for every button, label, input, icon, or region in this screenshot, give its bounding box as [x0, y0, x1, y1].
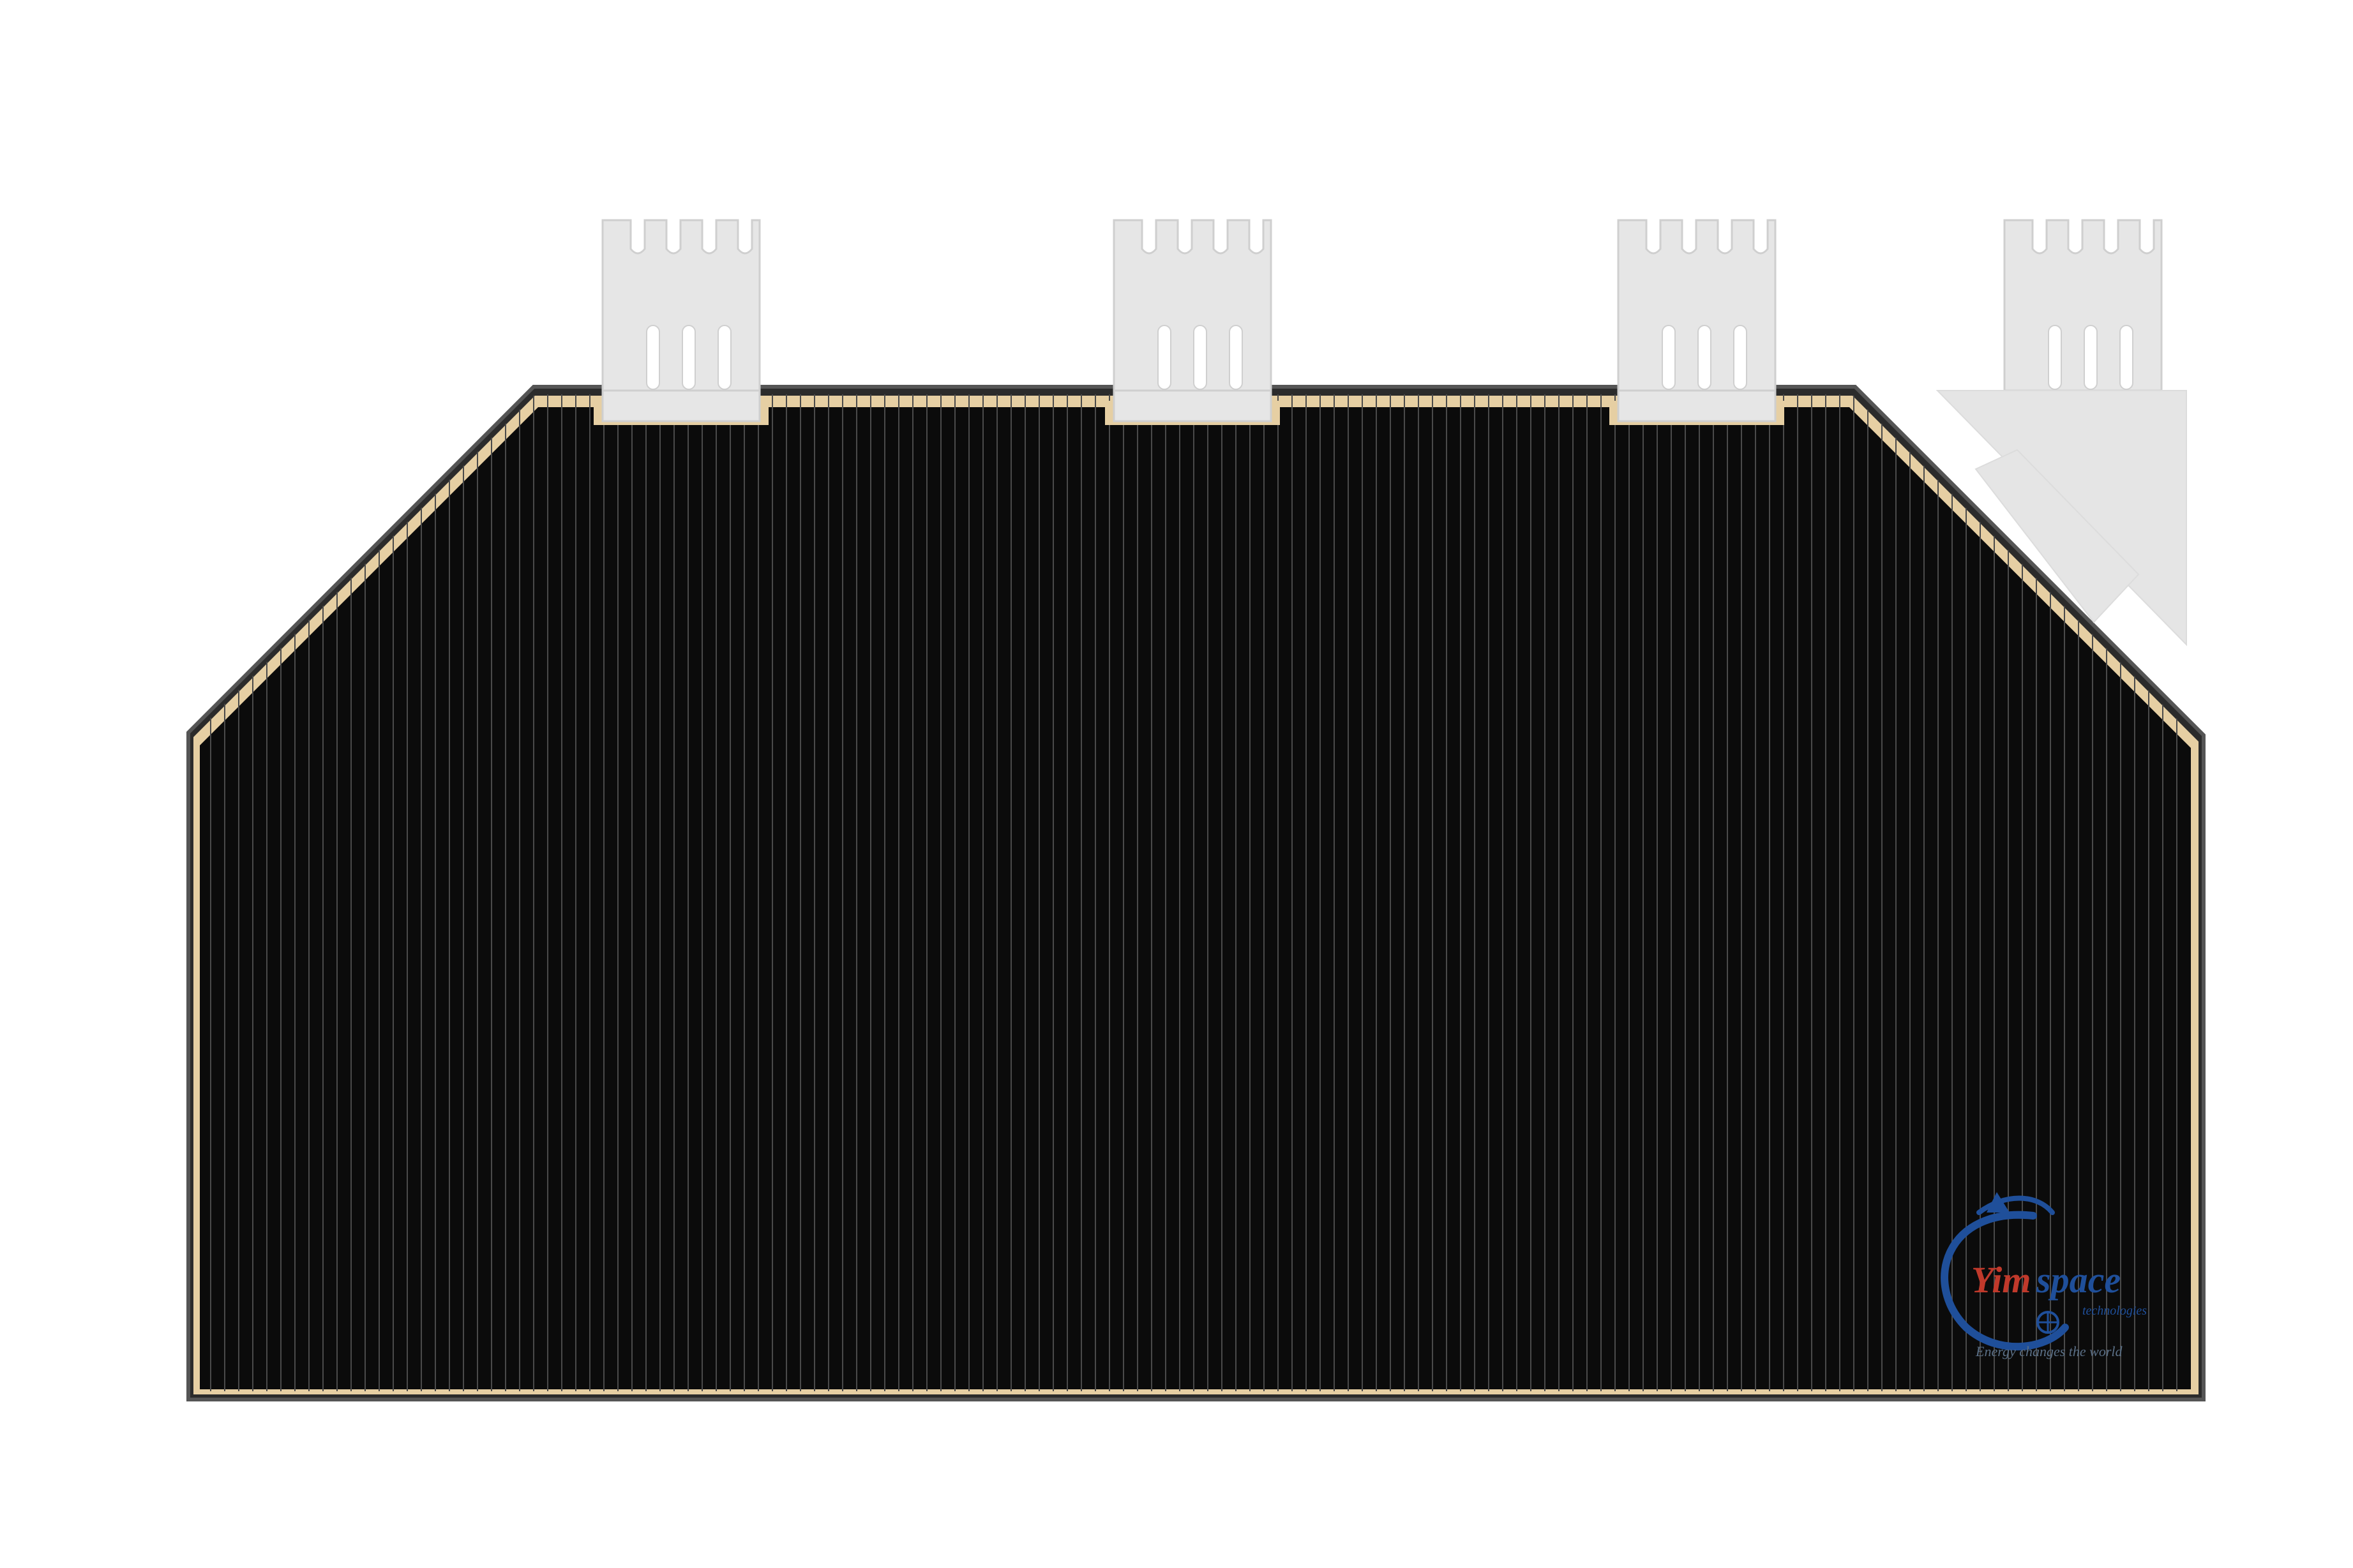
connector-tab	[1609, 219, 1784, 425]
cell-grid-lines	[210, 394, 2177, 1391]
tab-slit	[718, 325, 732, 390]
logo-swirl-arrow-icon	[1987, 1192, 2010, 1213]
tab-slit	[1662, 325, 1676, 390]
tab-slit	[682, 325, 696, 390]
tab-slit	[646, 325, 660, 390]
company-logo: Yim space technologies Energy changes th…	[1941, 1192, 2147, 1359]
panel-black-surface	[200, 407, 2191, 1389]
logo-text-yim: Yim	[1971, 1259, 2031, 1301]
logo-text-space: space	[2036, 1259, 2121, 1301]
logo-subline: technologies	[2082, 1304, 2147, 1318]
connector-tabs	[594, 219, 2163, 425]
logo-tagline: Energy changes the world	[1975, 1343, 2123, 1359]
connector-tab	[1105, 219, 1280, 425]
logo-swirl-icon	[1941, 1211, 2069, 1350]
fold-arrow-icon	[1936, 390, 2187, 646]
tab-slit	[1229, 325, 1243, 390]
tab-slit	[1697, 325, 1711, 390]
logo-swirl-arc-icon	[1976, 1195, 2055, 1215]
tab-slit	[1157, 325, 1171, 390]
tab-slit	[1193, 325, 1207, 390]
connector-tab	[594, 219, 769, 425]
tab-slit	[2084, 325, 2098, 390]
tab-slit	[2119, 325, 2133, 390]
tab-slit	[2048, 325, 2062, 390]
tab-slit	[1733, 325, 1747, 390]
solar-cell-panel	[186, 385, 2206, 1401]
